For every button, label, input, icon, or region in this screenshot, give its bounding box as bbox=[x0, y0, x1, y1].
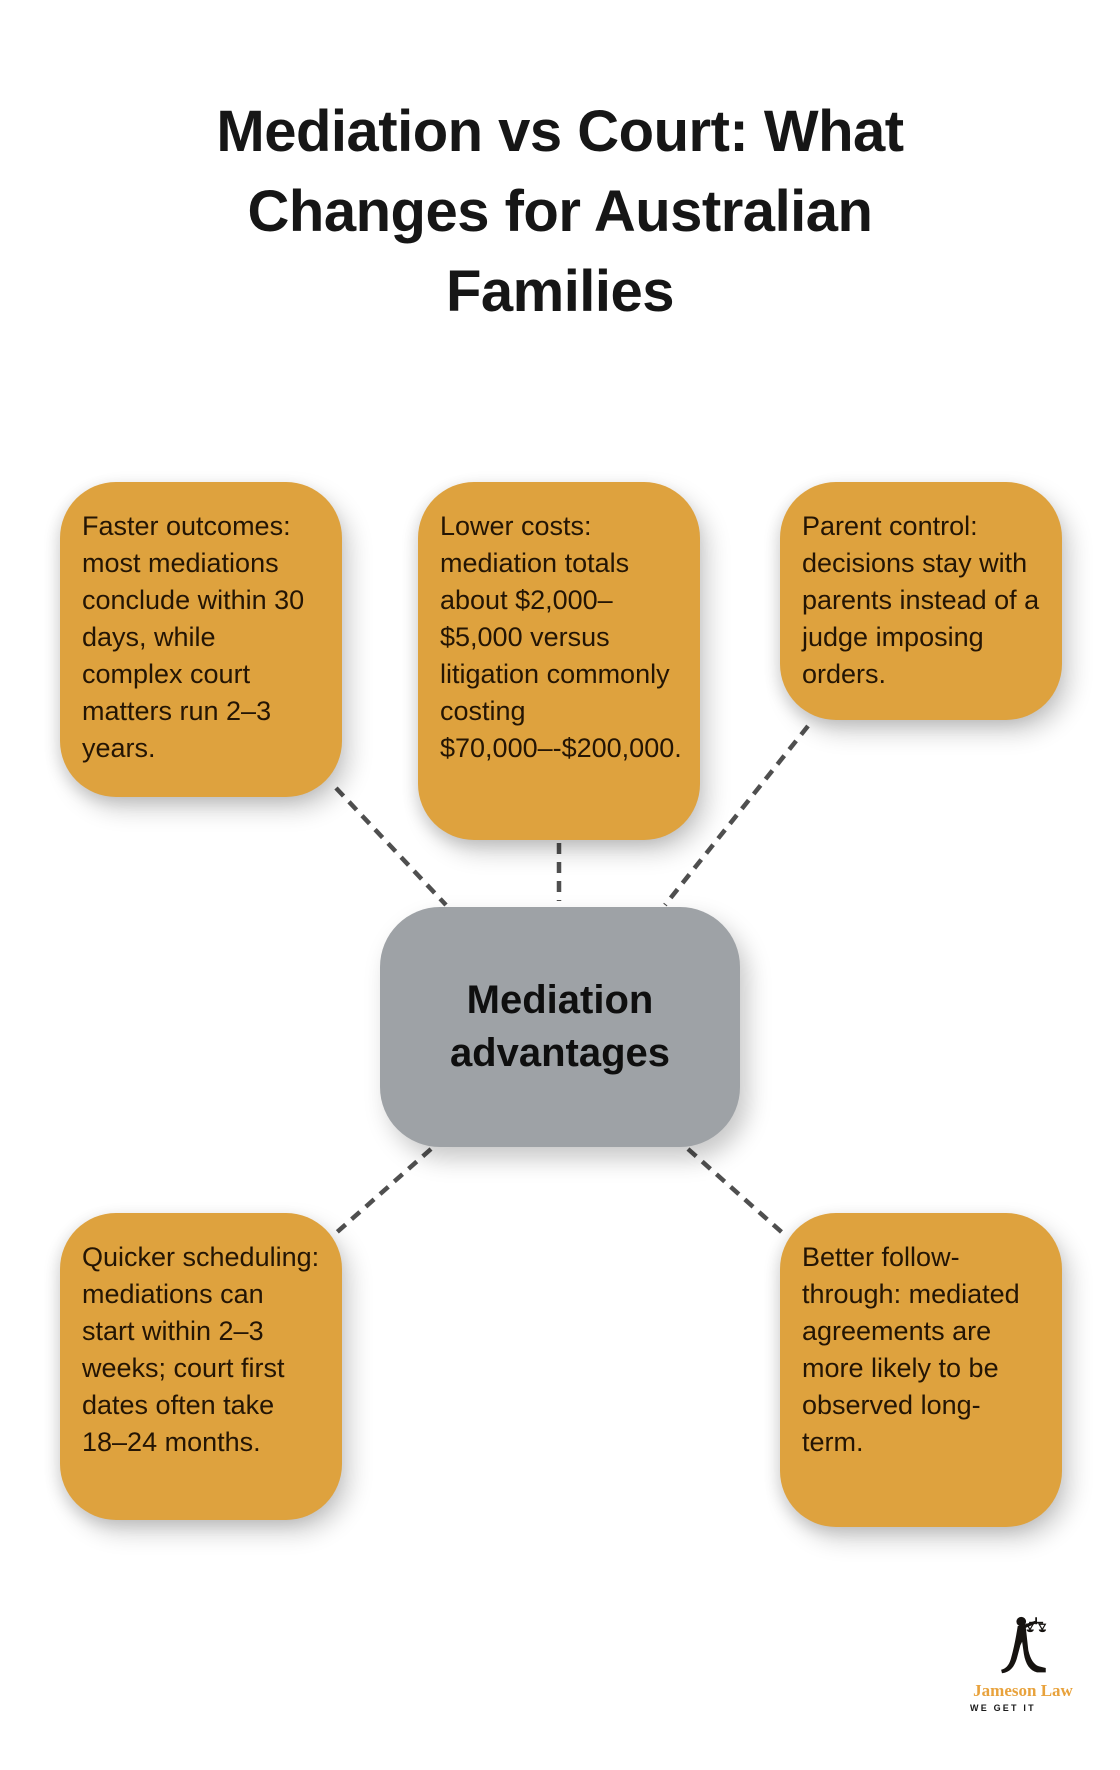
diagram-title: Mediation vs Court: What Changes for Aus… bbox=[216, 99, 904, 324]
hub-mediation-advantages: Mediation advantages bbox=[380, 907, 740, 1147]
lady-justice-icon bbox=[1001, 1616, 1047, 1674]
node-faster-outcomes: Faster outcomes: most mediations conclud… bbox=[60, 482, 342, 797]
node-lower-costs-text: Lower costs: mediation totals about $2,0… bbox=[440, 511, 682, 763]
connector-quicker-scheduling bbox=[334, 1147, 433, 1235]
node-better-follow-through: Better follow-through: mediated agreemen… bbox=[780, 1213, 1062, 1527]
logo-name: Jameson Law bbox=[973, 1681, 1073, 1700]
node-quicker-scheduling: Quicker scheduling: mediations can start… bbox=[60, 1213, 342, 1520]
hub-label: Mediation advantages bbox=[449, 978, 671, 1075]
node-better-follow-through-text: Better follow-through: mediated agreemen… bbox=[802, 1242, 1020, 1457]
jameson-law-logo: Jameson Law WE GET IT bbox=[958, 1615, 1088, 1713]
connector-better-follow-through bbox=[686, 1147, 788, 1238]
node-quicker-scheduling-text: Quicker scheduling: mediations can start… bbox=[82, 1242, 320, 1457]
node-lower-costs: Lower costs: mediation totals about $2,0… bbox=[418, 482, 700, 840]
node-parent-control: Parent control: decisions stay with pare… bbox=[780, 482, 1062, 720]
node-parent-control-text: Parent control: decisions stay with pare… bbox=[802, 511, 1040, 689]
node-faster-outcomes-text: Faster outcomes: most mediations conclud… bbox=[82, 511, 305, 763]
logo-tagline: WE GET IT bbox=[970, 1703, 1036, 1713]
